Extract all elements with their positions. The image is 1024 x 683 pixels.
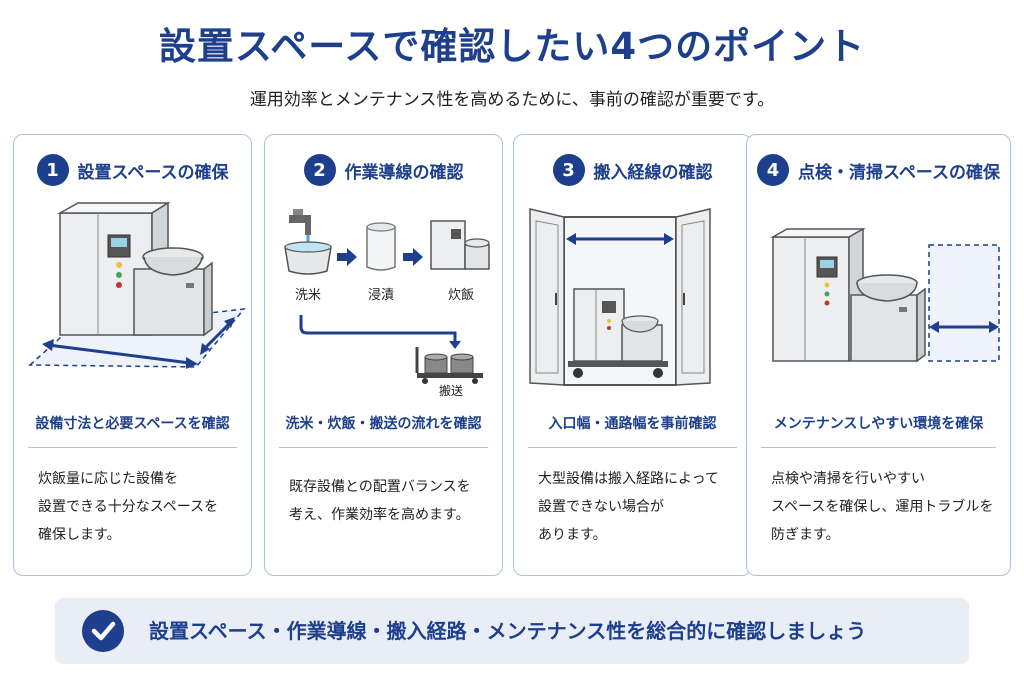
card-header: 1 設置スペースの確保: [14, 153, 251, 187]
card-header: 3 搬入経線の確認: [514, 153, 751, 187]
card-caption: 入口幅・通路幅を事前確認: [548, 416, 717, 432]
card-caption: メンテナンスしやすい環境を確保: [773, 416, 984, 432]
desc-line: 考え、作業効率を高めます。: [289, 507, 470, 523]
rice-cooker-floor-space-icon: [28, 201, 246, 369]
card-description: 既存設備との配置バランスを 考え、作業効率を高めます。: [289, 473, 492, 529]
doorway-delivery-icon: [529, 208, 711, 386]
card-caption: 設備寸法と必要スペースを確認: [35, 416, 230, 432]
flow-label-cook: 炊飯: [448, 288, 474, 303]
flow-label-transport: 搬送: [439, 383, 463, 397]
card-maintenance: 4 点検・清掃スペースの確保 メンテナンスしやすい環境を確保 点検や清掃を行いや…: [746, 134, 1011, 576]
card-delivery: 3 搬入経線の確認 入口幅・通路幅を事前確認 大型設備は搬入経路によって 設置で…: [513, 134, 752, 576]
desc-line: 確保します。: [38, 527, 121, 543]
flow-label-soak: 浸漬: [368, 288, 394, 303]
card-workflow: 2 作業導線の確認 洗米 浸漬 炊飯: [264, 134, 503, 576]
step-number-badge: 3: [552, 154, 585, 186]
divider: [528, 447, 737, 448]
card-heading: 作業導線の確認: [344, 162, 464, 183]
step-number-badge: 1: [36, 154, 69, 186]
card-heading: 点検・清掃スペースの確保: [798, 162, 1000, 183]
card-header: 2 作業導線の確認: [265, 153, 502, 187]
desc-line: 点検や清掃を行いやすい: [771, 471, 925, 487]
step-number-badge: 4: [757, 154, 790, 186]
page-subtitle: 運用効率とメンテナンス性を高めるために、事前の確認が重要です。: [249, 90, 775, 110]
desc-line: 防ぎます。: [771, 527, 840, 543]
desc-line: 設置できない場合が: [538, 499, 664, 515]
step-number-badge: 2: [303, 154, 336, 186]
card-description: 大型設備は搬入経路によって 設置できない場合が あります。: [538, 465, 741, 549]
summary-banner: 設置スペース・作業導線・搬入経路・メンテナンス性を総合的に確認しましょう: [55, 598, 969, 664]
divider: [761, 447, 996, 448]
page-title: 設置スペースで確認したい4つのポイント: [158, 25, 866, 68]
summary-text: 設置スペース・作業導線・搬入経路・メンテナンス性を総合的に確認しましょう: [149, 619, 867, 643]
card-description: 炊飯量に応じた設備を 設置できる十分なスペースを 確保します。: [38, 465, 241, 549]
divider: [279, 447, 488, 448]
card-heading: 設置スペースの確保: [77, 162, 229, 183]
desc-line: スペースを確保し、運用トラブルを: [771, 499, 994, 515]
card-header: 4 点検・清掃スペースの確保: [747, 153, 1010, 187]
card-description: 点検や清掃を行いやすい スペースを確保し、運用トラブルを 防ぎます。: [771, 465, 1000, 549]
maintenance-space-icon: [770, 227, 1000, 363]
desc-line: 既存設備との配置バランスを: [289, 479, 471, 495]
card-heading: 搬入経線の確認: [593, 162, 713, 183]
flow-label-wash: 洗米: [295, 288, 321, 303]
card-caption: 洗米・炊飯・搬送の流れを確認: [285, 416, 482, 432]
desc-line: 炊飯量に応じた設備を: [38, 471, 178, 487]
workflow-icon: 洗米 浸漬 炊飯 搬送: [284, 209, 490, 397]
check-circle-icon: [82, 610, 124, 652]
divider: [28, 447, 237, 448]
desc-line: 大型設備は搬入経路によって: [538, 471, 719, 487]
card-space: 1 設置スペースの確保 設備寸法と必要スペースを確認 炊飯量に応じた設備を 設置…: [13, 134, 252, 576]
desc-line: 設置できる十分なスペースを: [38, 499, 219, 515]
desc-line: あります。: [538, 527, 607, 543]
